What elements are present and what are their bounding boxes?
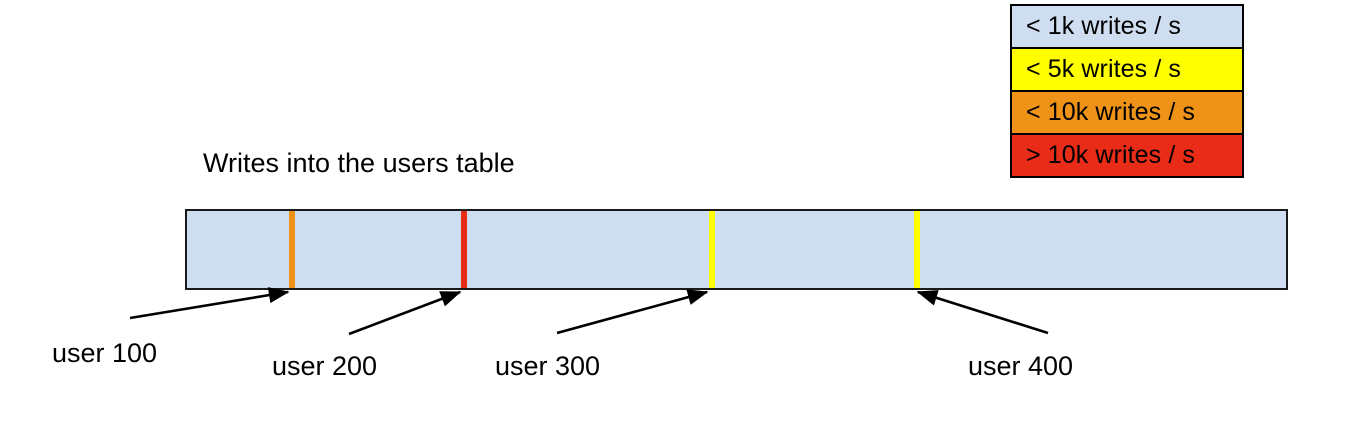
users-table-bar bbox=[185, 209, 1288, 290]
arrow-user-300 bbox=[556, 289, 709, 335]
marker-label-user-300: user 300 bbox=[495, 351, 601, 381]
chart-title: Writes into the users table bbox=[203, 148, 515, 178]
legend-label: > 10k writes / s bbox=[1026, 141, 1196, 169]
marker-stripe-user-100 bbox=[289, 211, 295, 288]
legend-label: < 10k writes / s bbox=[1026, 98, 1196, 126]
legend: < 1k writes / s < 5k writes / s < 10k wr… bbox=[1010, 4, 1244, 178]
legend-row-1: < 5k writes / s bbox=[1010, 47, 1244, 92]
legend-label: < 5k writes / s bbox=[1026, 55, 1182, 83]
legend-row-2: < 10k writes / s bbox=[1010, 90, 1244, 135]
marker-stripe-user-400 bbox=[914, 211, 920, 288]
marker-label-user-100: user 100 bbox=[52, 338, 158, 368]
legend-row-0: < 1k writes / s bbox=[1010, 4, 1244, 49]
marker-label-user-200: user 200 bbox=[272, 351, 378, 381]
legend-row-3: > 10k writes / s bbox=[1010, 133, 1244, 178]
legend-label: < 1k writes / s bbox=[1026, 12, 1182, 40]
arrow-user-200 bbox=[348, 290, 462, 336]
marker-label-user-400: user 400 bbox=[968, 351, 1074, 381]
marker-stripe-user-200 bbox=[461, 211, 467, 288]
arrow-user-400 bbox=[916, 290, 1049, 335]
arrow-user-100 bbox=[129, 287, 290, 320]
marker-stripe-user-300 bbox=[709, 211, 715, 288]
